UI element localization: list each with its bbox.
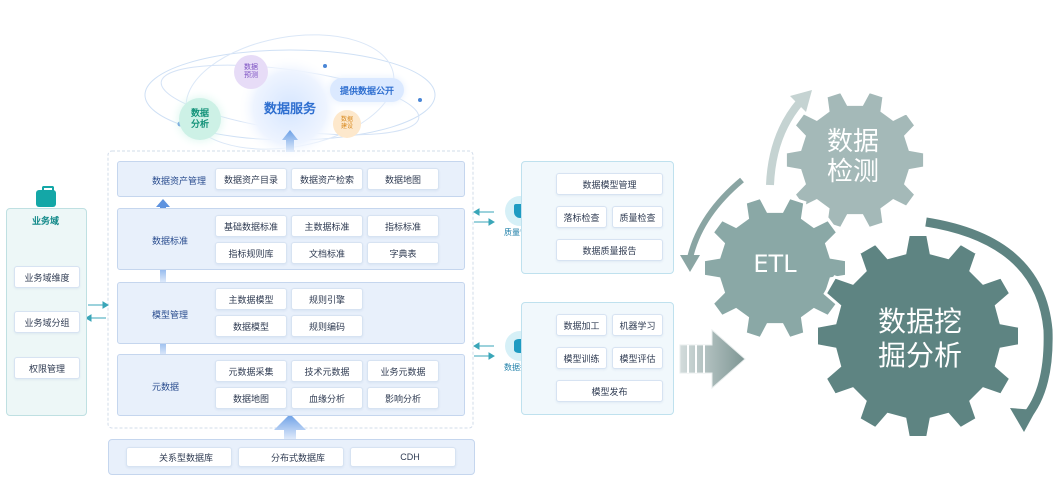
quality-title: 质量管理 [504, 228, 536, 237]
gear-group [702, 89, 1021, 439]
service-node-open: 提供数据公开 [330, 78, 404, 102]
layer-item[interactable]: 数据资产目录 [215, 168, 287, 190]
layer-item[interactable]: 数据资产检索 [291, 168, 363, 190]
domain-connectors [85, 301, 109, 322]
layer-item[interactable]: 数据地图 [215, 387, 287, 409]
panel-connectors [473, 208, 495, 360]
layer-item[interactable]: 数据地图 [367, 168, 439, 190]
mining-title: 数据挖掘 [504, 363, 536, 372]
domain-item[interactable]: 权限管理 [14, 357, 80, 379]
layer-item[interactable]: 主数据模型 [215, 288, 287, 310]
mining-item[interactable]: 机器学习 [612, 314, 663, 336]
mining-item[interactable]: 模型评估 [612, 347, 663, 369]
briefcase-handle [42, 186, 54, 192]
gear-label-detect: 数据 检测 [826, 127, 879, 187]
layer-item[interactable]: 技术元数据 [291, 360, 363, 382]
layer-item[interactable]: 基础数据标准 [215, 215, 287, 237]
gear-etl [702, 195, 848, 341]
gear-label-etl: ETL [753, 250, 797, 278]
layer-item[interactable]: 指标规则库 [215, 242, 287, 264]
layer-item[interactable]: 主数据标准 [291, 215, 363, 237]
service-node-predict: 数据 预测 [234, 55, 268, 89]
mining-item[interactable]: 模型发布 [556, 380, 663, 402]
layer-item[interactable]: 影响分析 [367, 387, 439, 409]
gear-mining [815, 233, 1021, 439]
domain-item[interactable]: 业务域分组 [14, 311, 80, 333]
mining-item[interactable]: 数据加工 [556, 314, 607, 336]
quality-item[interactable]: 数据质量报告 [556, 239, 663, 261]
cycle-arrows [680, 90, 1053, 432]
layer-item[interactable]: 文档标准 [291, 242, 363, 264]
gear-label-mining: 数据挖 掘分析 [877, 305, 962, 372]
layer-label: 模型管理 [152, 310, 189, 320]
layer-label: 数据资产管理 [152, 176, 207, 186]
quality-item[interactable]: 落标检查 [556, 206, 607, 228]
layer-item[interactable]: 指标标准 [367, 215, 439, 237]
layer-item[interactable]: 业务元数据 [367, 360, 439, 382]
service-center: 数据服务 [263, 101, 316, 116]
gear-detect [783, 89, 927, 231]
source-item[interactable]: CDH [350, 447, 456, 467]
source-item[interactable]: 关系型数据库 [126, 447, 232, 467]
layer-label: 元数据 [152, 382, 180, 392]
quality-item[interactable]: 数据模型管理 [556, 173, 663, 195]
briefcase-icon [36, 190, 56, 207]
layer-item[interactable]: 元数据采集 [215, 360, 287, 382]
service-node-analysis: 数据 分析 [179, 98, 221, 140]
layer-item[interactable]: 血缘分析 [291, 387, 363, 409]
layer-item[interactable]: 规则编码 [291, 315, 363, 337]
layer-item[interactable]: 字典表 [367, 242, 439, 264]
business-domain-title: 业务域 [31, 216, 59, 226]
big-right-arrow [679, 328, 746, 390]
mining-item[interactable]: 模型训练 [556, 347, 607, 369]
layer-item[interactable]: 规则引擎 [291, 288, 363, 310]
domain-item[interactable]: 业务域维度 [14, 266, 80, 288]
layer-label: 数据标准 [152, 236, 189, 246]
quality-item[interactable]: 质量检查 [612, 206, 663, 228]
layer-item[interactable]: 数据模型 [215, 315, 287, 337]
source-item[interactable]: 分布式数据库 [238, 447, 344, 467]
service-node-tag: 数据 建设 [333, 110, 361, 138]
